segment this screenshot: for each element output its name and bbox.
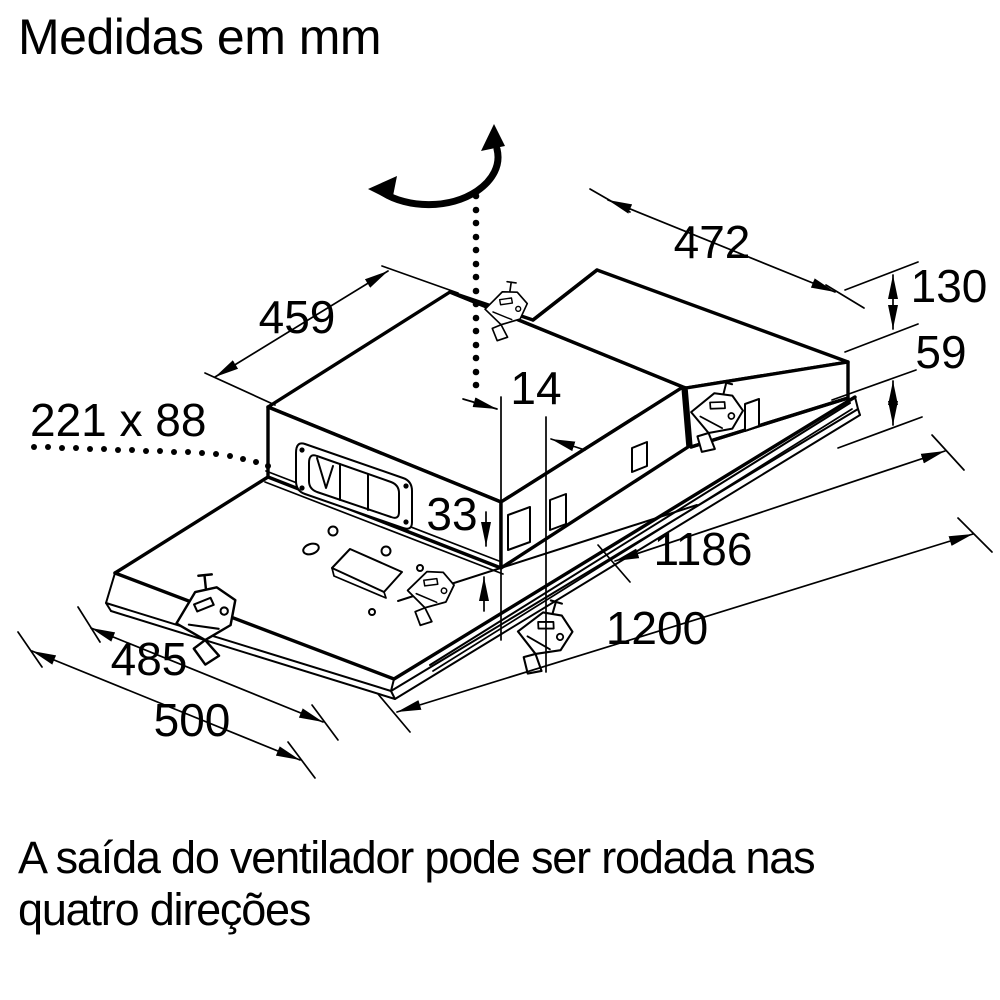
page-title: Medidas em mm [18, 9, 382, 65]
junction-plate [331, 548, 403, 593]
mounting-bracket [406, 570, 455, 627]
caption-line-2: quatro direções [18, 884, 311, 936]
dimension-472: 472 [589, 188, 865, 309]
dim-label-1186: 1186 [654, 523, 753, 575]
dimension-500: 500 [17, 631, 316, 779]
mounting-bracket [690, 380, 745, 453]
dim-label-472: 472 [674, 216, 751, 268]
center-axis-dotted-line [472, 192, 480, 389]
caption-text: A saída do ventilador pode ser rodada na… [18, 832, 816, 936]
dim-label-130: 130 [911, 260, 988, 312]
dim-label-500: 500 [154, 694, 231, 746]
dim-label-1200: 1200 [606, 602, 708, 654]
rotation-arrow-icon [368, 124, 505, 209]
dim-label-33: 33 [426, 488, 477, 540]
dim-label-459: 459 [259, 291, 336, 343]
dimension-59: 59 [831, 326, 967, 449]
mounting-bracket [484, 280, 529, 342]
duct-size-leader-dots [31, 444, 271, 469]
caption-line-1: A saída do ventilador pode ser rodada na… [18, 832, 816, 883]
dim-label-14: 14 [510, 362, 561, 414]
dimension-221x88: 221 x 88 [30, 394, 206, 446]
dimension-459: 459 [204, 265, 459, 406]
dimension-1200: 1200 [377, 517, 993, 733]
dimension-annotations: 472 459 130 59 [17, 188, 993, 779]
dim-label-485: 485 [111, 633, 188, 685]
dimension-130: 130 [844, 260, 988, 353]
dim-label-221x88: 221 x 88 [30, 394, 206, 446]
dim-label-59: 59 [915, 326, 966, 378]
duct-outlet-flange [295, 442, 413, 530]
panel-surface-details [302, 525, 564, 632]
